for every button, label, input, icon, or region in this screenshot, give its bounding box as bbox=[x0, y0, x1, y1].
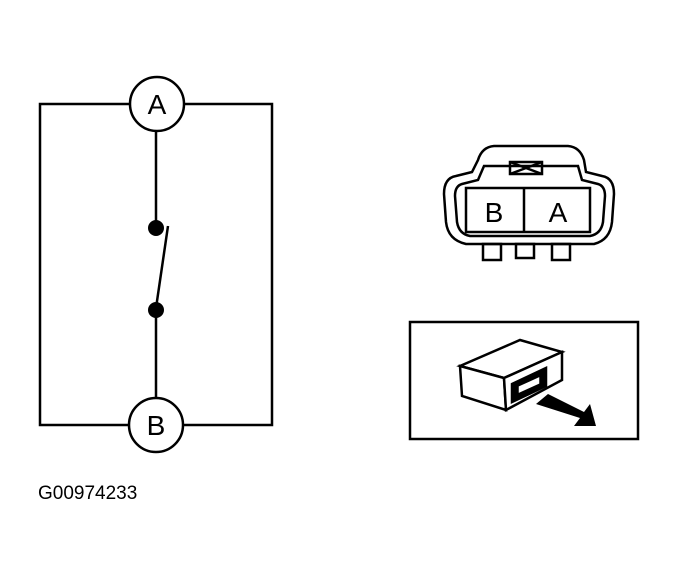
connector-shell bbox=[442, 144, 616, 246]
cavity-frame bbox=[464, 186, 592, 234]
terminal-b-label: B bbox=[147, 410, 166, 441]
terminal-a: A bbox=[128, 75, 186, 133]
insertion-arrow bbox=[536, 394, 596, 426]
pin-right bbox=[550, 242, 572, 262]
figure-id: G00974233 bbox=[38, 483, 137, 504]
cavity-b-label: B bbox=[485, 197, 504, 228]
component-inset bbox=[408, 320, 640, 441]
pin-middle bbox=[514, 242, 536, 260]
pin-left bbox=[481, 242, 503, 262]
terminal-a-label: A bbox=[148, 89, 167, 120]
switch-contact-upper bbox=[148, 220, 164, 236]
switch-contact-lower bbox=[148, 302, 164, 318]
switch-schematic bbox=[38, 102, 274, 427]
terminal-b: B bbox=[127, 396, 185, 454]
connector-inner-shell bbox=[453, 164, 607, 238]
switch-blade bbox=[154, 225, 170, 309]
lock-tab bbox=[508, 160, 544, 176]
cavity-a-label: A bbox=[549, 197, 568, 228]
circuit-loop bbox=[38, 102, 274, 427]
connector-face bbox=[442, 144, 616, 262]
